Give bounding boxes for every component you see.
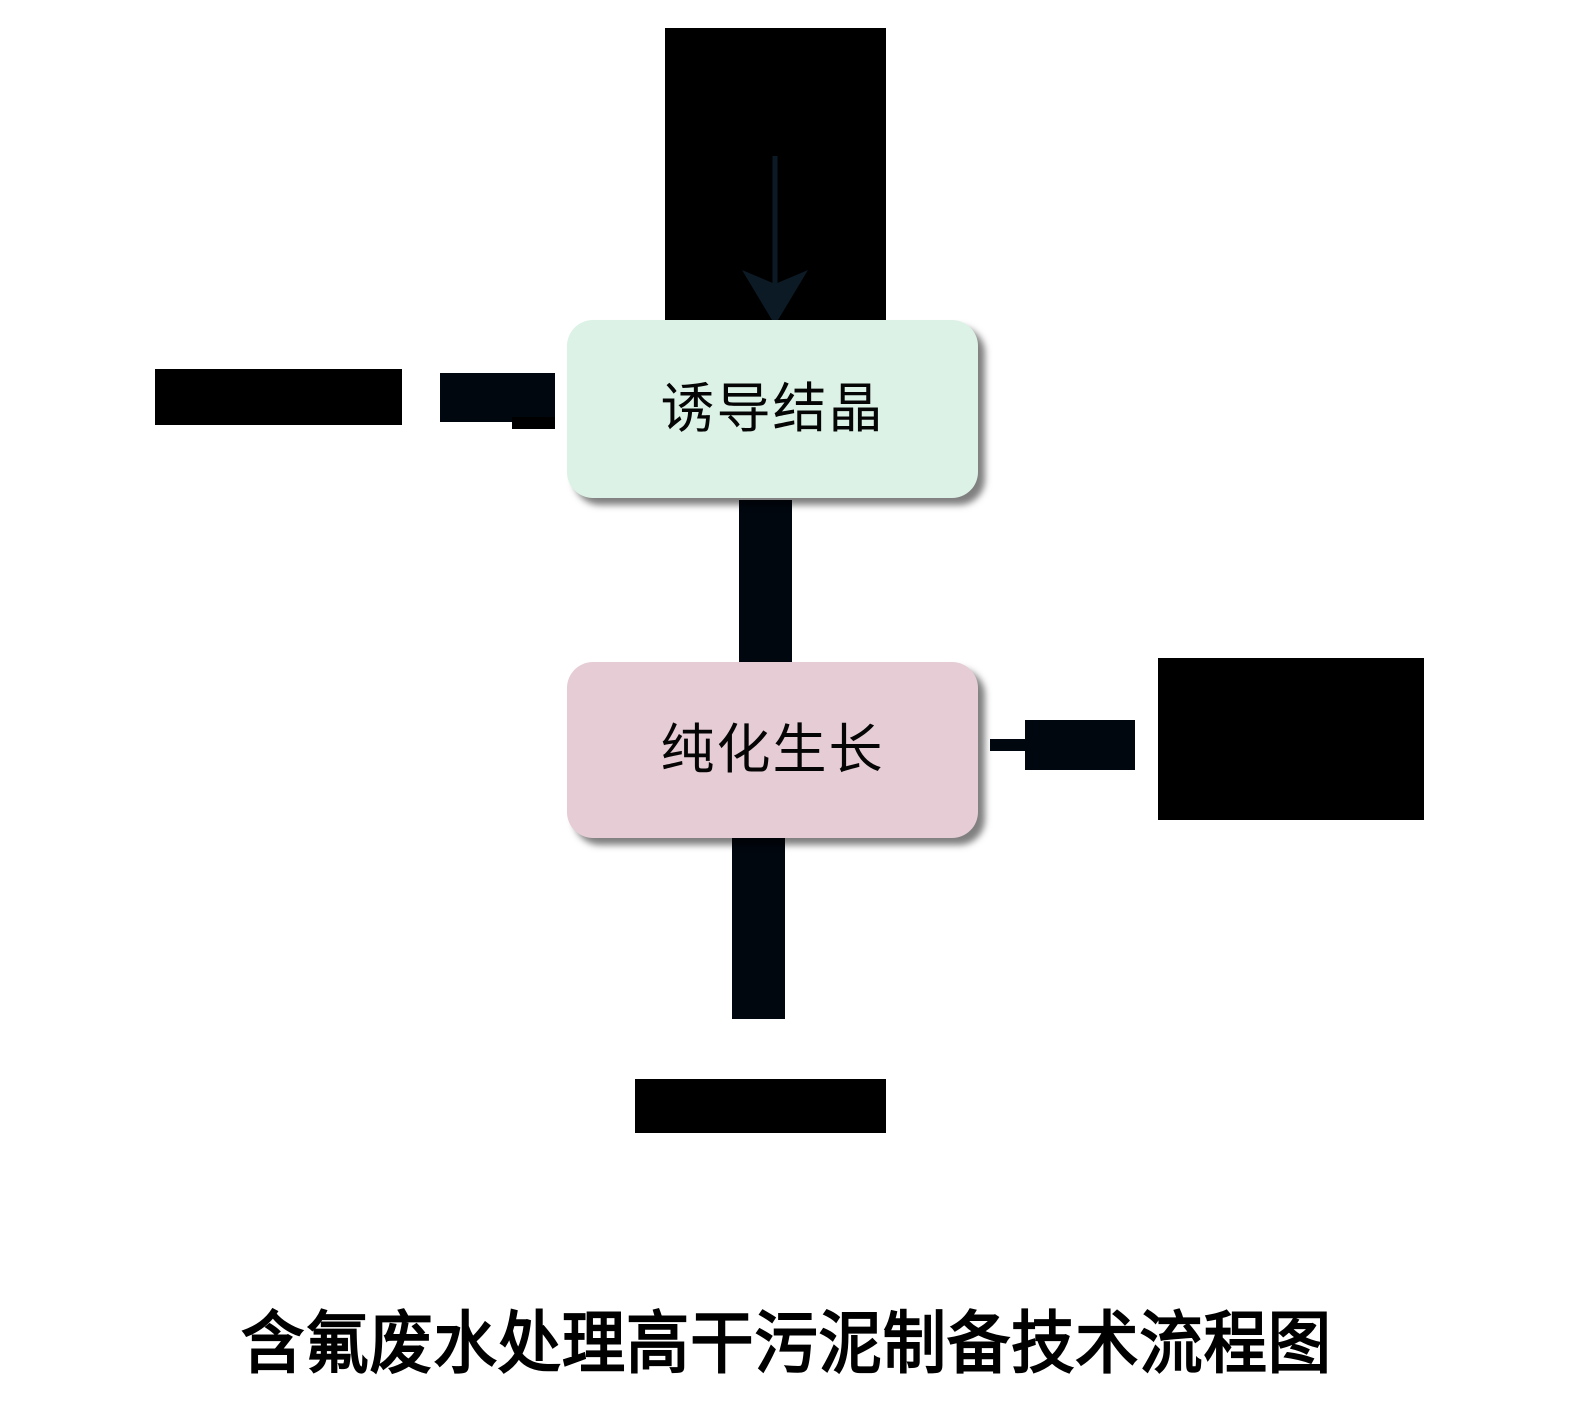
redaction-left-primary [155,369,402,425]
redaction-left-secondary [440,373,555,422]
redaction-bottom-outflow [635,1079,886,1133]
connector-growth-to-outflow [732,836,785,1019]
process-node-purification-growth[interactable]: 纯化生长 [567,662,978,838]
redaction-right-large [1158,658,1424,820]
connector-growth-to-right [990,739,1028,751]
process-node-label: 诱导结晶 [660,377,885,440]
arrow-down-icon [742,156,808,325]
process-node-label: 纯化生长 [660,718,885,781]
process-node-induced-crystallization[interactable]: 诱导结晶 [567,320,978,498]
redaction-right-small [1025,720,1135,770]
diagram-caption: 含氟废水处理高干污泥制备技术流程图 [241,1305,1332,1384]
redaction-left-secondary-foot [512,417,555,429]
connector-crystallization-to-growth [739,500,792,665]
